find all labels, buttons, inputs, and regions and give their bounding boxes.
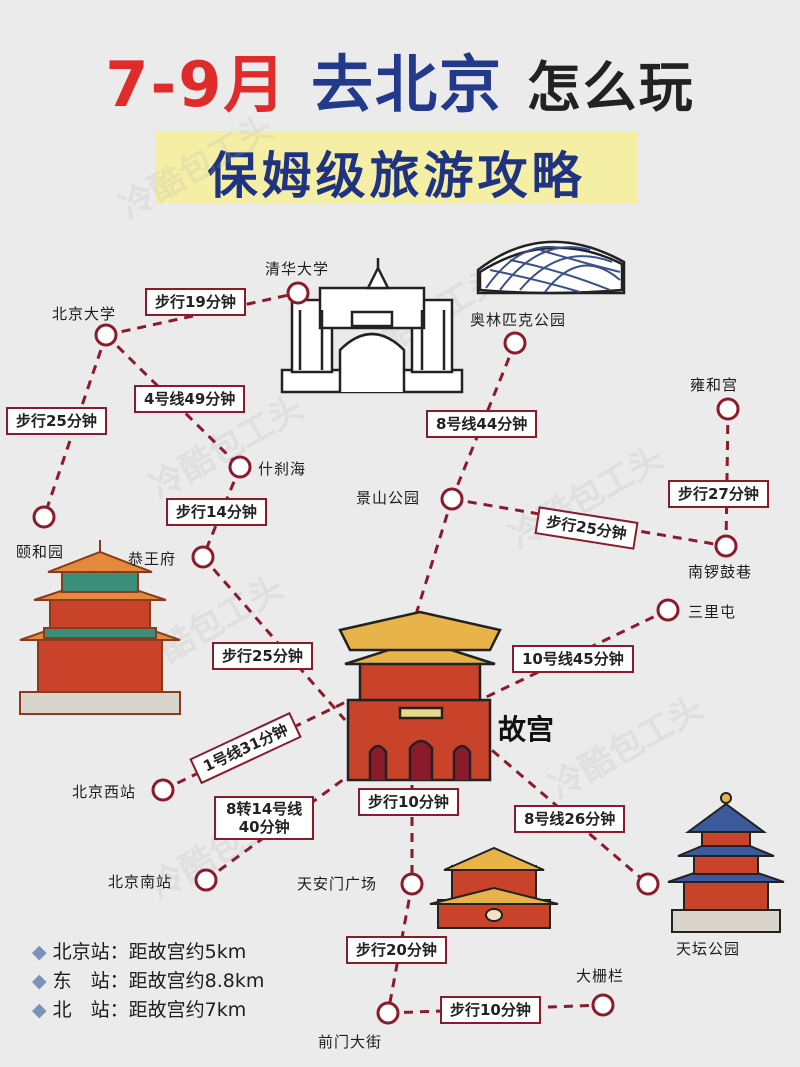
place-beijingnanzhan: 北京南站 xyxy=(108,873,173,891)
route-line-yonghegong-nanluoguxiang xyxy=(724,408,730,547)
node-jingshan xyxy=(440,487,464,511)
place-beijingxizhan: 北京西站 xyxy=(72,783,137,801)
legend-station: 东 站： xyxy=(52,970,129,992)
node-beida xyxy=(94,323,118,347)
node-beijingnanzhan xyxy=(194,868,218,892)
place-sanlitun: 三里屯 xyxy=(688,603,737,621)
route-nanzhan-gugong-line1: 8转14号线 xyxy=(226,800,303,818)
title-how-to-play: 怎么玩 xyxy=(526,56,695,119)
route-nanzhan-gugong: 8转14号线 40分钟 xyxy=(214,796,315,840)
legend-distance: 距故宫约5km xyxy=(128,941,247,963)
title-months: 7-9月 xyxy=(105,48,288,121)
place-nanluoguxiang: 南锣鼓巷 xyxy=(688,563,753,581)
place-shichahai: 什刹海 xyxy=(258,460,307,478)
node-yiheyuan xyxy=(32,505,56,529)
node-beijingxizhan xyxy=(151,778,175,802)
pagoda-illustration xyxy=(19,540,181,715)
diamond-icon: ◆ xyxy=(32,999,47,1021)
node-qinghua xyxy=(286,281,310,305)
place-jingshan: 景山公园 xyxy=(356,489,421,507)
route-beida-shichahai: 4号线49分钟 xyxy=(134,385,246,413)
page-title: 7-9月 去北京 怎么玩 xyxy=(0,34,800,124)
node-tiantan xyxy=(636,872,660,896)
place-yonghegong: 雍和宫 xyxy=(690,376,739,394)
route-gugong-tiananmen: 步行10分钟 xyxy=(358,788,459,816)
node-tiananmen xyxy=(400,872,424,896)
temple-of-heaven-illustration xyxy=(667,792,785,933)
node-dashilan xyxy=(591,993,615,1017)
qinghua-gate-illustration xyxy=(280,258,464,394)
place-beida: 北京大学 xyxy=(52,305,117,323)
forbidden-city-illustration xyxy=(338,610,502,782)
place-dashilan: 大栅栏 xyxy=(576,967,625,985)
route-tiananmen-qianmen: 步行20分钟 xyxy=(346,936,447,964)
place-aolinpike: 奥林匹克公园 xyxy=(470,311,567,329)
tiananmen-illustration xyxy=(429,846,559,929)
route-line-jingshan-gugong xyxy=(406,498,454,641)
route-line-gongwangfu-gugong xyxy=(201,556,347,721)
place-tiananmen: 天安门广场 xyxy=(297,875,378,893)
route-shichahai-gongwangfu: 步行14分钟 xyxy=(166,498,267,526)
birds-nest-illustration xyxy=(476,240,626,295)
route-gugong-tiantan: 8号线26分钟 xyxy=(514,805,626,833)
legend-station: 北 站： xyxy=(52,999,129,1021)
route-qianmen-dashilan: 步行10分钟 xyxy=(440,996,541,1024)
route-aolinpike-jingshan: 8号线44分钟 xyxy=(426,410,538,438)
diamond-icon: ◆ xyxy=(32,941,47,963)
place-qianmen: 前门大街 xyxy=(318,1033,383,1051)
route-sanlitun-gugong: 10号线45分钟 xyxy=(512,645,634,673)
route-beida-yiheyuan: 步行25分钟 xyxy=(6,407,107,435)
route-gongwangfu-gugong: 步行25分钟 xyxy=(212,642,313,670)
place-gongwangfu: 恭王府 xyxy=(128,550,177,568)
legend-row: ◆北京站：距故宫约5km xyxy=(32,937,246,964)
node-nanluoguxiang xyxy=(714,534,738,558)
node-shichahai xyxy=(228,455,252,479)
place-tiantan: 天坛公园 xyxy=(676,940,741,958)
legend-row: ◆东 站：距故宫约8.8km xyxy=(32,966,264,993)
title-destination: 去北京 xyxy=(311,48,504,121)
route-yonghegong-nanluoguxiang: 步行27分钟 xyxy=(668,480,769,508)
node-qianmen xyxy=(376,1001,400,1025)
node-aolinpike xyxy=(503,331,527,355)
place-yiheyuan: 颐和园 xyxy=(16,543,65,561)
route-line-gugong-tiantan xyxy=(479,738,649,886)
node-yonghegong xyxy=(716,397,740,421)
route-beida-qinghua: 步行19分钟 xyxy=(145,288,246,316)
legend-station: 北京站： xyxy=(52,941,129,963)
subtitle-highlight xyxy=(155,131,638,203)
route-line-qianmen-dashilan xyxy=(387,1003,604,1015)
legend-row: ◆北 站：距故宫约7km xyxy=(32,995,246,1022)
node-gongwangfu xyxy=(191,545,215,569)
diamond-icon: ◆ xyxy=(32,970,47,992)
node-sanlitun xyxy=(656,598,680,622)
legend-distance: 距故宫约8.8km xyxy=(128,970,265,992)
legend-distance: 距故宫约7km xyxy=(128,999,247,1021)
route-nanzhan-gugong-line2: 40分钟 xyxy=(238,818,290,836)
page-subtitle: 保姆级旅游攻略 xyxy=(207,147,586,205)
route-line-jingshan-nanluoguxiang xyxy=(451,497,727,548)
place-qinghua: 清华大学 xyxy=(265,260,330,278)
station-nodes xyxy=(32,281,740,1025)
place-gugong: 故宫 xyxy=(498,713,555,746)
